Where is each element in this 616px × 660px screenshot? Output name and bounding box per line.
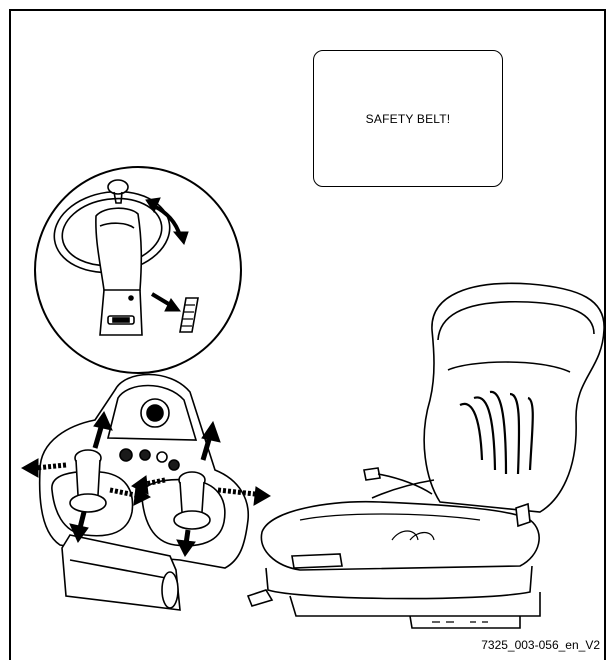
operator-seat-icon: [248, 283, 604, 628]
push-arrow-icon: [152, 294, 180, 311]
figure-code: 7325_003-056_en_V2: [481, 638, 600, 652]
steering-wheel-detail-icon: [35, 167, 241, 373]
tilt-arrow-icon: [146, 198, 188, 244]
